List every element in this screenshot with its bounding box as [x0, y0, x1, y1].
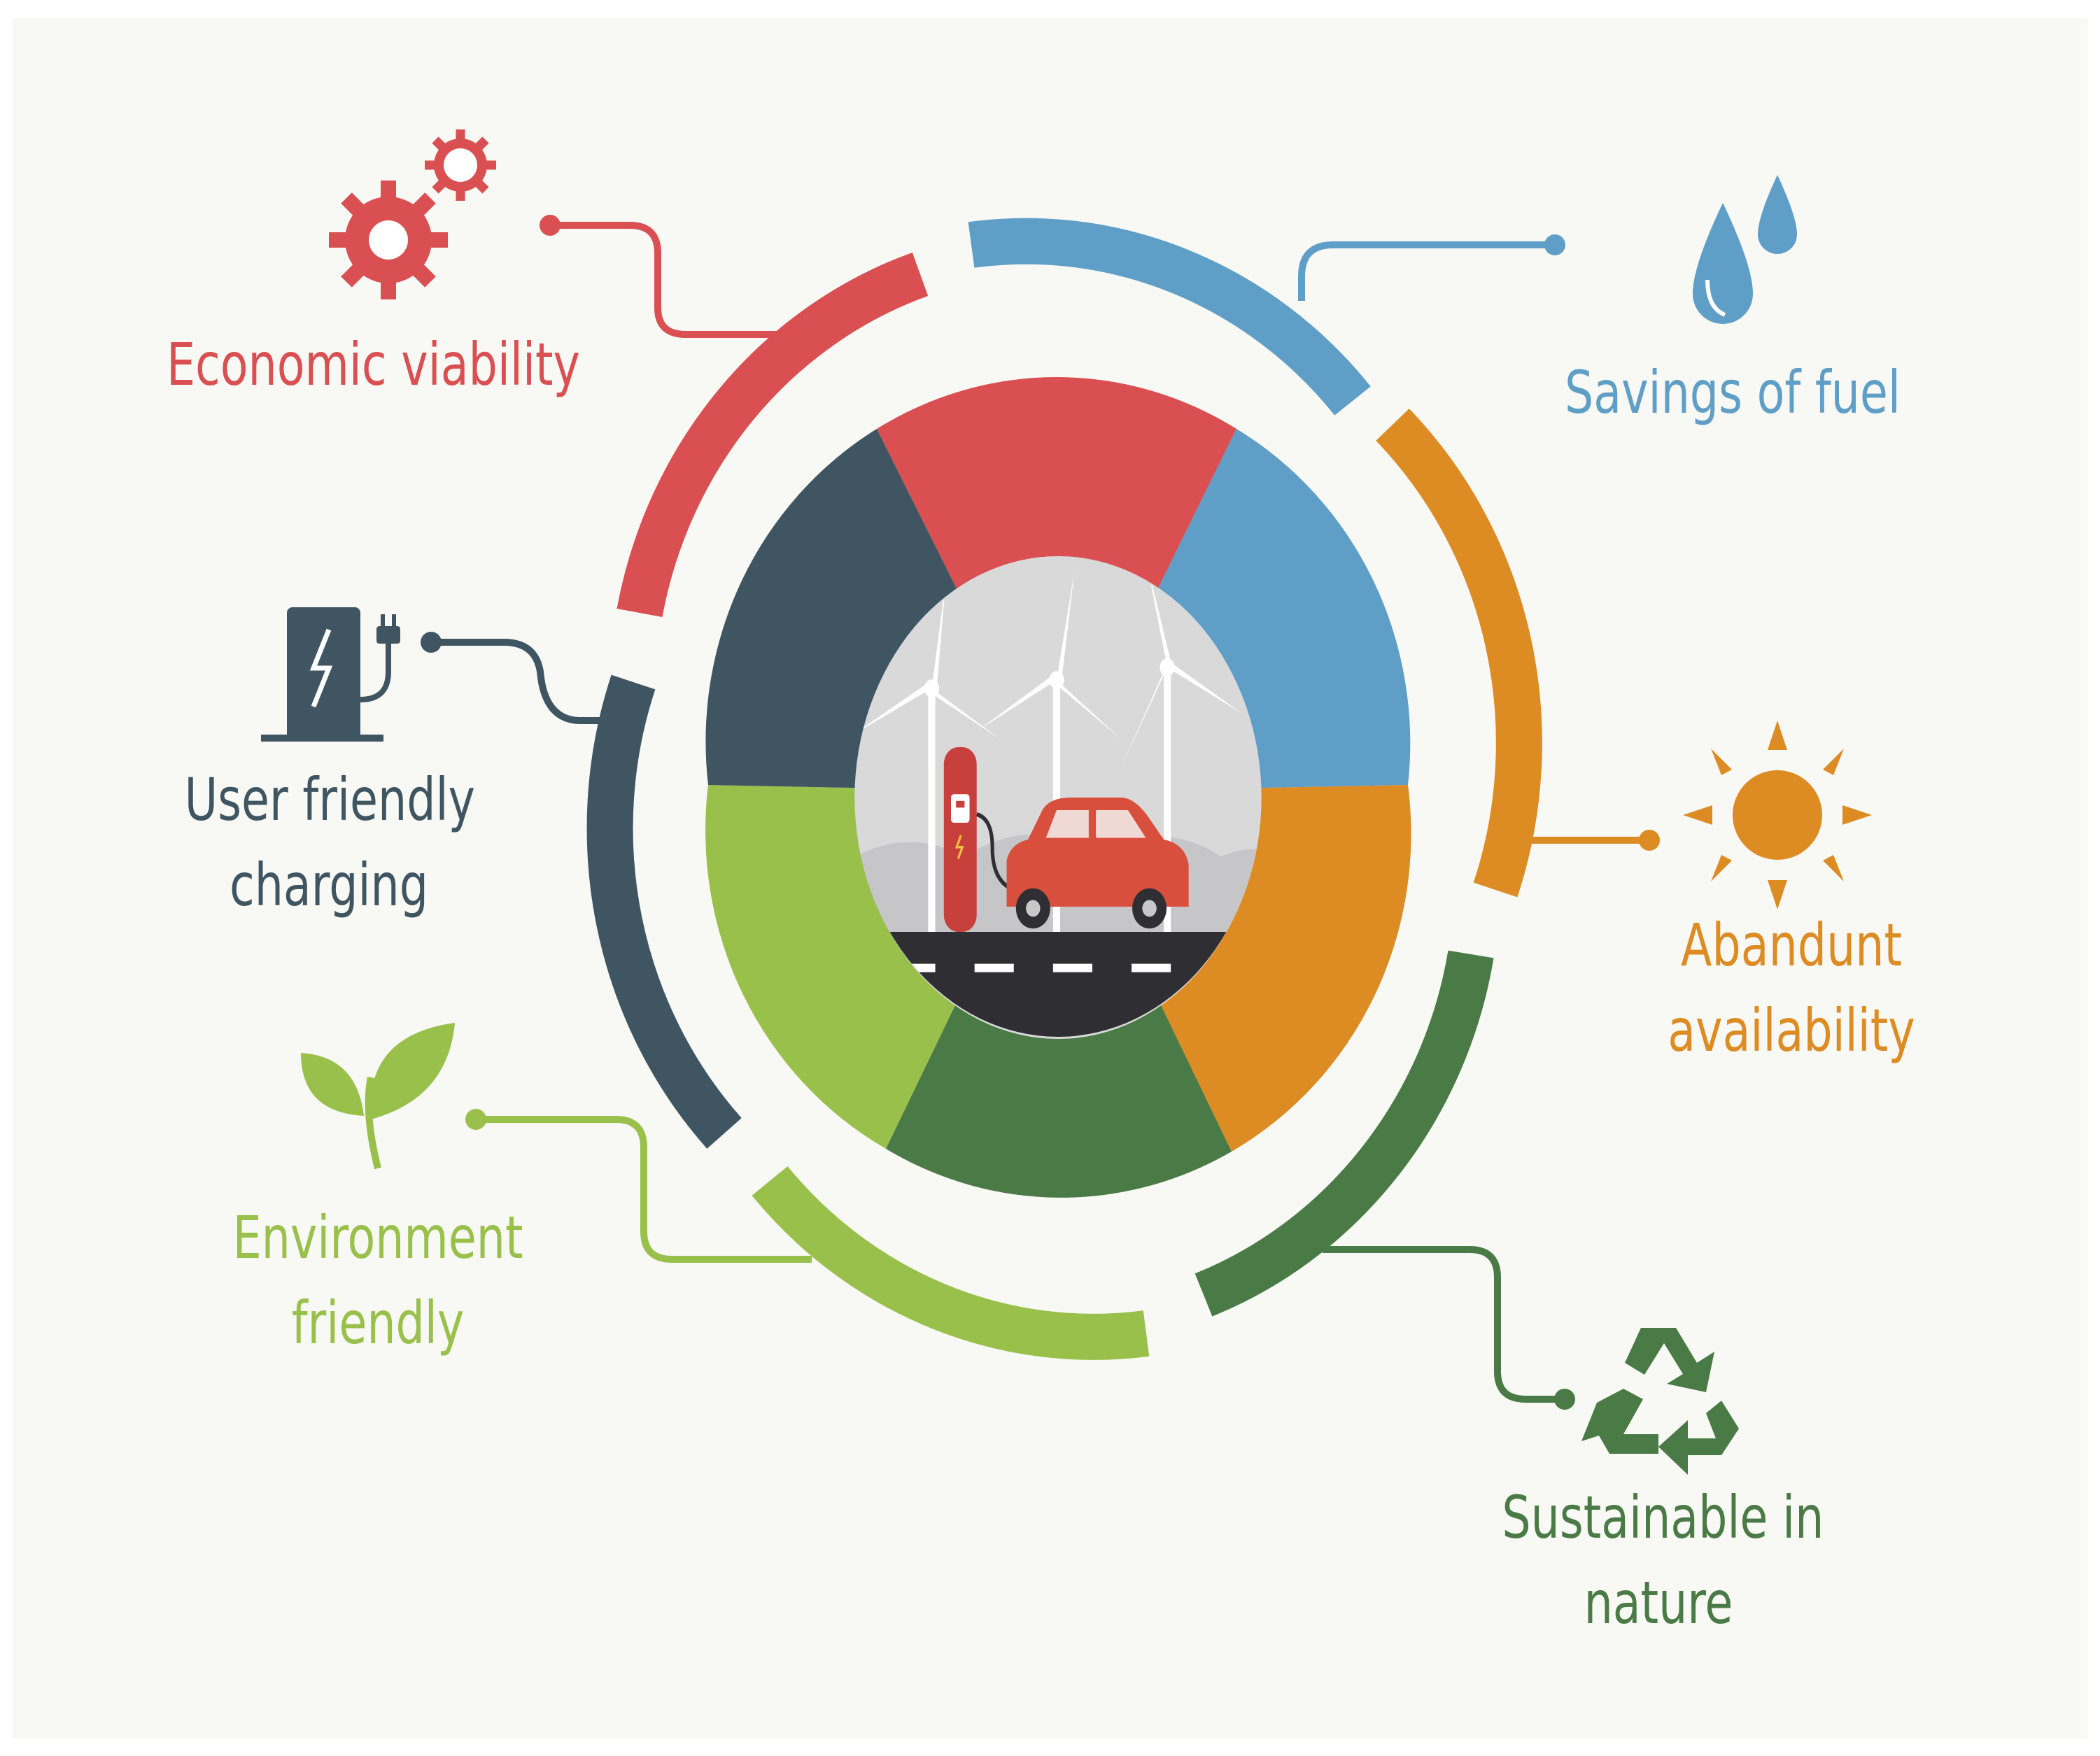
ring-arc-fuel	[968, 218, 1371, 416]
label-abandunt-availability: Abandunt availability	[1653, 902, 1930, 1073]
label-economic-viability: Economic viability	[167, 322, 580, 407]
label-environment-line2: friendly	[291, 1289, 465, 1357]
ring-arc-environment	[752, 1166, 1150, 1360]
gears-icon	[329, 129, 496, 299]
connector-sustainable	[1323, 1246, 1575, 1410]
label-sustainable-in-nature: Sustainable in nature	[1502, 1475, 1824, 1645]
connector-fuel	[1298, 234, 1565, 301]
recycle-icon	[1581, 1328, 1739, 1475]
ring-arc-user	[586, 674, 742, 1149]
connectors	[421, 215, 1660, 1410]
label-user-friendly-line2: charging	[230, 851, 428, 919]
sun-icon	[1683, 721, 1872, 909]
label-environment-friendly: Environment friendly	[221, 1195, 534, 1366]
charging-station-icon	[261, 607, 400, 742]
label-abandunt-line2: availability	[1668, 996, 1915, 1065]
water-drops-icon	[1693, 175, 1797, 324]
connector-user	[421, 632, 602, 724]
connector-economic	[540, 215, 787, 338]
outer-ring	[586, 218, 1542, 1360]
ring-arc-abundant	[1376, 409, 1542, 898]
label-abandunt-line1: Abandunt	[1681, 911, 1902, 979]
ev-charging-wind-turbines-illustration	[854, 556, 1262, 1039]
ring-arc-economic	[616, 252, 929, 617]
label-sustainable-line2: nature	[1584, 1569, 1733, 1637]
connector-environment	[465, 1109, 812, 1263]
label-user-friendly-charging: User friendly charging	[184, 757, 475, 928]
label-user-friendly-line1: User friendly	[184, 765, 475, 834]
label-sustainable-line1: Sustainable in	[1502, 1483, 1824, 1552]
label-savings-of-fuel: Savings of fuel	[1565, 350, 1901, 435]
connector-abundant	[1525, 830, 1660, 851]
label-environment-line1: Environment	[232, 1203, 523, 1272]
ring-arc-sustainable	[1195, 950, 1494, 1317]
leaf-sprout-icon	[301, 1023, 455, 1170]
label-economic-viability-text: Economic viability	[167, 330, 580, 399]
label-savings-of-fuel-text: Savings of fuel	[1565, 358, 1901, 427]
